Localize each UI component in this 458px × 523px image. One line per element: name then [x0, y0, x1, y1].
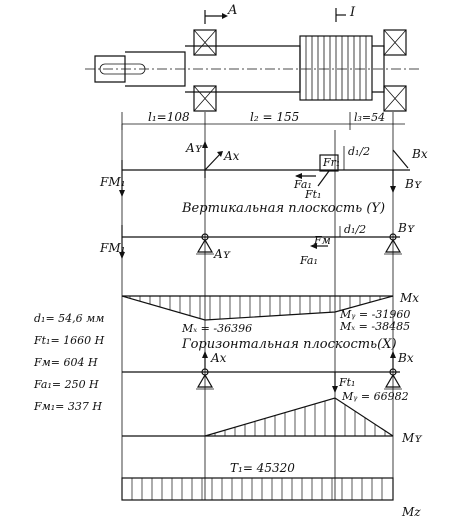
shaft-drawing: A I — [85, 3, 420, 112]
bearing-a-bottom — [193, 85, 217, 112]
mx-right-top-value: Mᵧ = -31960 — [339, 308, 410, 321]
param-fm: Fм= 604 H — [33, 356, 98, 369]
parameters-list: d₁= 54,6 мм Ft₁= 1660 H Fм= 604 H Fa₁= 2… — [33, 312, 105, 413]
d1-beam-label: d₁/2 — [344, 223, 366, 236]
ft1-label: Ft₁ — [304, 188, 321, 201]
ay-beam-label: Aʏ — [213, 247, 232, 261]
param-ft1: Ft₁= 1660 H — [33, 334, 105, 347]
my-value: Mᵧ = 66982 — [341, 390, 409, 403]
d1-label: d₁/2 — [348, 145, 370, 158]
dim-l1: l₁=108 — [148, 110, 190, 124]
mz-diagram: T₁= 45320 Mz — [121, 461, 421, 519]
dim-l3: l₃=54 — [354, 111, 385, 124]
fa1-beam-label: Fa₁ — [299, 254, 318, 267]
by-beam-label: Bʏ — [397, 221, 416, 235]
section-i-label: I — [349, 5, 356, 20]
fr1-label: Fr₁ — [322, 156, 340, 169]
beam-vertical: FM₁ Aʏ Fм Fa₁ d₁/2 Bʏ — [99, 221, 416, 267]
param-d1: d₁= 54,6 мм — [34, 312, 104, 325]
my-diagram: Mʏ Mᵧ = 66982 — [122, 390, 423, 445]
mz-label: Mz — [401, 505, 421, 519]
vertical-plane-title: Вертикальная плоскость (Y) — [181, 201, 385, 216]
fm1-beam-label: FM₁ — [99, 241, 125, 255]
ay-label: Aʏ — [185, 141, 204, 155]
param-fa1: Fa₁= 250 H — [33, 378, 99, 391]
mx-left-value: Mₓ = -36396 — [181, 322, 252, 335]
bearing-a-top — [193, 29, 217, 56]
t1-value: T₁= 45320 — [230, 461, 295, 475]
ft1-h-label: Ft₁ — [338, 376, 355, 389]
by-label: Bʏ — [404, 177, 423, 191]
ax-h-label: Ax — [210, 351, 227, 365]
beam-horizontal: Ax Ft₁ Bx — [122, 351, 414, 393]
param-fm1: Fм₁= 337 H — [33, 400, 102, 413]
mx-diagram: Mx Mₓ = -36396 Mᵧ = -31960 Mₓ = -38485 — [121, 291, 419, 335]
mx-right-bottom-value: Mₓ = -38485 — [339, 320, 410, 333]
fm1-label: FM₁ — [99, 175, 125, 189]
dimension-line: l₁=108 l₂ = 155 l₃=54 — [121, 110, 405, 130]
fa1-top-label: Fa₁ — [293, 178, 312, 191]
bearing-b-top — [383, 29, 407, 56]
ax-label: Ax — [223, 149, 240, 163]
force-scheme-vertical: FM₁ Aʏ Ax Fr₁ Fa₁ Ft₁ d₁/2 Bx Bʏ — [99, 141, 428, 201]
keyway — [99, 63, 146, 75]
bx-h-label: Bx — [397, 351, 414, 365]
section-a-label: A — [227, 3, 237, 18]
mx-label: Mx — [399, 291, 419, 305]
horizontal-plane-title: Горизонтальная плоскость(X) — [181, 337, 397, 352]
my-label: Mʏ — [401, 431, 423, 445]
fm-beam-label: Fм — [313, 234, 331, 247]
dim-l2: l₂ = 155 — [250, 110, 299, 124]
shaft-end — [94, 55, 126, 83]
bx-label: Bx — [411, 147, 428, 161]
bearing-b-bottom — [383, 85, 407, 112]
